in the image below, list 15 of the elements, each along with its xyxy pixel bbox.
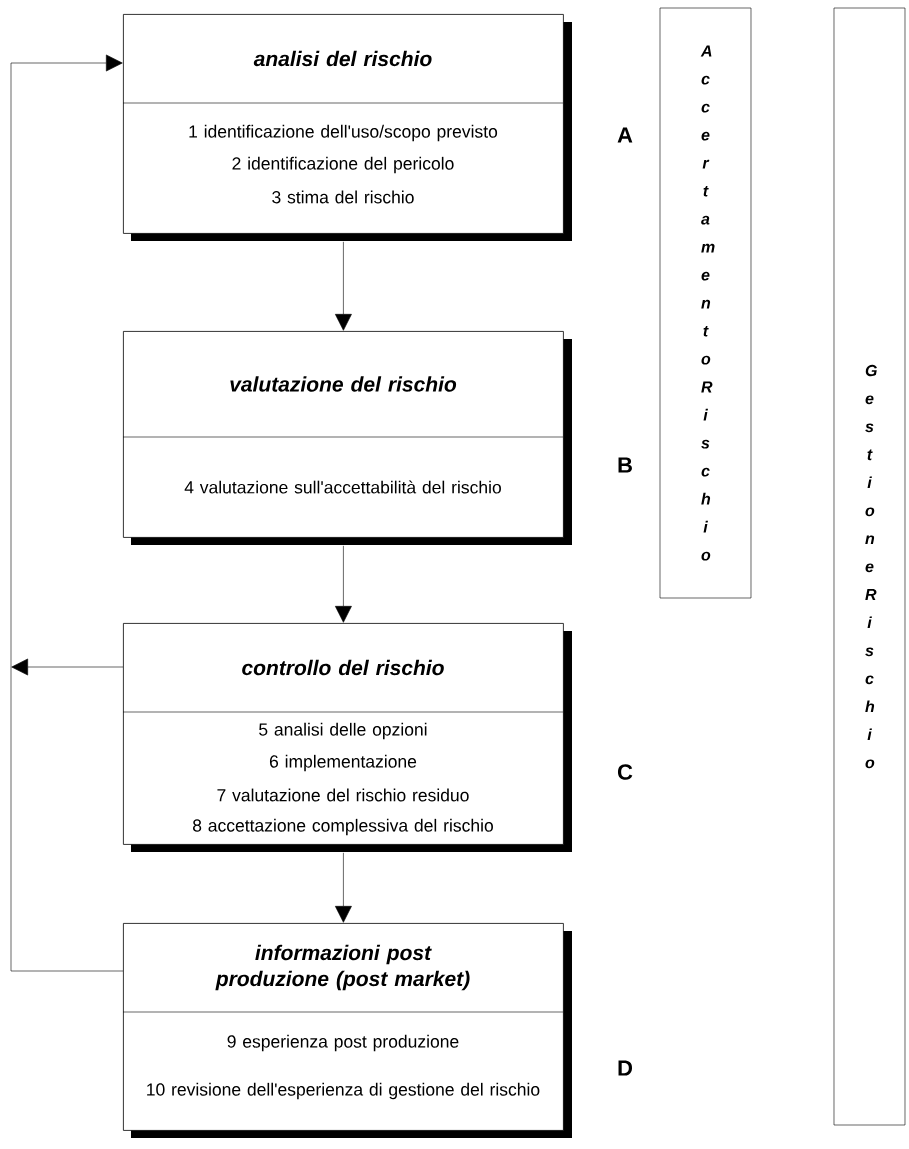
- process-box: controllo del rischio 5 analisi delle opzioni 6 implementazione 7 valutazione del rischio residuo 8 accettazione complessiva del rischio: [122, 623, 572, 852]
- process-box: valutazione del rischio 4 valutazione sull'accettabilità del rischio: [122, 331, 572, 545]
- arrow: [335, 545, 352, 623]
- arrow: [335, 852, 352, 923]
- arrow: [10, 54, 124, 972]
- process-box: analisi del rischio 1 identificazione dell'uso/scopo previsto 2 identificazione del pericolo 3 stima del rischio: [122, 14, 572, 241]
- section-letter: C: [617, 764, 633, 780]
- section-letter: D: [618, 1060, 632, 1076]
- process-box: informazioni post produzione (post market) 9 esperienza post produzione 10 revisione dell'esperienza di gestione del rischio: [122, 923, 572, 1138]
- arrow: [11, 658, 124, 676]
- section-letter: B: [618, 457, 632, 473]
- vertical-text-box: Accertamento Rischio: [659, 7, 752, 599]
- arrow: [335, 241, 352, 331]
- vertical-text-box: Gestione Rischio: [833, 7, 906, 1126]
- section-letter: A: [617, 127, 633, 143]
